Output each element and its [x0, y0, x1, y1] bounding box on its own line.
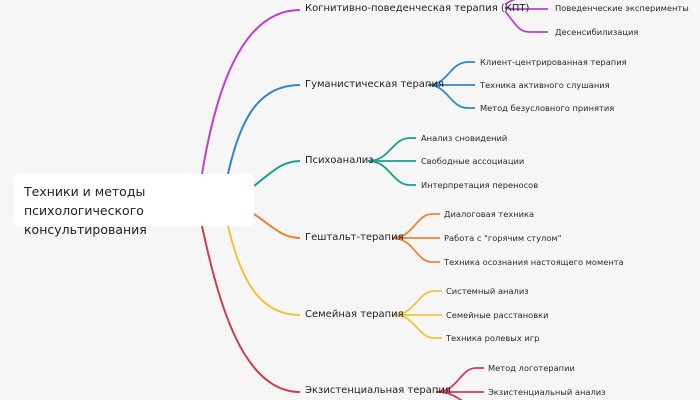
connector-gestalt-2 [391, 237, 440, 263]
connector-kpt-2 [504, 10, 548, 33]
root-node[interactable]: Техники и методы психологического консул… [14, 174, 254, 237]
connector-psychoanalysis-0 [367, 137, 416, 162]
branch-gestalt[interactable]: Гештальт-терапия [305, 232, 404, 243]
leaf-psychoanalysis-dream-analysis[interactable]: Анализ сновидений [421, 133, 508, 143]
branch-existential[interactable]: Экзистенциальная терапия [305, 385, 451, 396]
connector-root-existential [201, 225, 301, 393]
connector-kpt-0 [504, 0, 516, 5]
branch-humanistic[interactable]: Гуманистическая терапия [305, 79, 444, 90]
leaf-gestalt-dialogue[interactable]: Диалоговая техника [444, 209, 535, 219]
connector-root-psychoanalysis [253, 160, 301, 187]
leaf-existential-analysis[interactable]: Экзистенциальный анализ [488, 387, 606, 397]
connector-existential-2 [435, 391, 463, 400]
leaf-psychoanalysis-free-association[interactable]: Свободные ассоциации [421, 156, 525, 166]
connector-kpt-1 [504, 7, 548, 11]
leaf-gestalt-hot-seat[interactable]: Работа с "горячим стулом" [444, 233, 562, 243]
root-title-line-2: консультирования [24, 222, 147, 237]
leaf-gestalt-awareness[interactable]: Техника осознания настоящего момента [444, 257, 624, 267]
leaf-kpt-behavioral-experiments[interactable]: Поведенческие эксперименты [555, 3, 689, 13]
leaf-humanistic-unconditional-acceptance[interactable]: Метод безусловного принятия [480, 103, 615, 113]
connector-root-gestalt [253, 213, 301, 239]
leaf-family-constellations[interactable]: Семейные расстановки [446, 310, 549, 320]
connector-root-family [227, 225, 301, 316]
connector-humanistic-2 [427, 84, 475, 109]
branch-psychoanalysis[interactable]: Психоанализ [305, 155, 374, 166]
leaf-humanistic-client-centered[interactable]: Клиент-центрированная терапия [480, 57, 627, 67]
connector-root-humanistic [227, 84, 301, 175]
branch-kpt[interactable]: Когнитивно-поведенческая терапия (КПТ) [305, 3, 530, 14]
connector-root-kpt [201, 9, 301, 175]
leaf-humanistic-active-listening[interactable]: Техника активного слушания [480, 80, 610, 90]
leaf-family-systems-analysis[interactable]: Системный анализ [446, 286, 529, 296]
root-title-line-1: Техники и методы психологического [24, 184, 146, 218]
leaf-kpt-desensitization[interactable]: Десенсибилизация [555, 27, 639, 37]
leaf-existential-logotherapy[interactable]: Метод логотерапии [488, 363, 575, 373]
leaf-psychoanalysis-transference[interactable]: Интерпретация переносов [421, 180, 539, 190]
connector-family-2 [393, 314, 442, 339]
branch-family[interactable]: Семейная терапия [305, 309, 404, 320]
connector-psychoanalysis-2 [367, 160, 416, 186]
leaf-family-role-play[interactable]: Техника ролевых игр [446, 333, 540, 343]
